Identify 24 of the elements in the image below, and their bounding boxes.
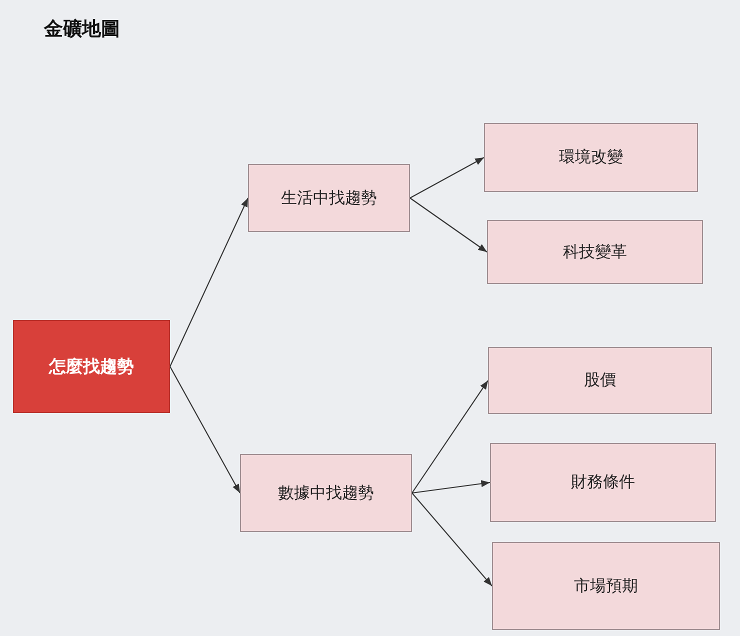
topic-label: 股價 <box>584 370 616 391</box>
arrow <box>412 480 490 494</box>
arrow <box>410 157 484 198</box>
topic-box <box>248 164 410 232</box>
topic-box <box>492 542 720 630</box>
arrow <box>410 198 488 252</box>
topic-label: 數據中找趨勢 <box>278 482 374 504</box>
topic-box <box>487 220 703 284</box>
diagram-title: 金礦地圖 <box>44 17 120 42</box>
topic-label: 市場預期 <box>574 576 638 596</box>
topic-box <box>484 123 698 192</box>
arrow <box>170 198 248 367</box>
arrow <box>412 492 492 586</box>
topic-label: 生活中找趨勢 <box>281 188 377 208</box>
topic-label: 怎麼找趨勢 <box>49 356 134 378</box>
topic-label: 科技變革 <box>563 242 627 262</box>
topic-box <box>488 347 712 414</box>
topic-box <box>490 443 716 522</box>
topic-label: 環境改變 <box>559 147 623 168</box>
arrow <box>412 380 488 494</box>
root-topic-box <box>13 320 170 413</box>
arrow <box>170 366 240 494</box>
topic-label: 財務條件 <box>571 472 635 493</box>
topic-box <box>240 454 412 532</box>
